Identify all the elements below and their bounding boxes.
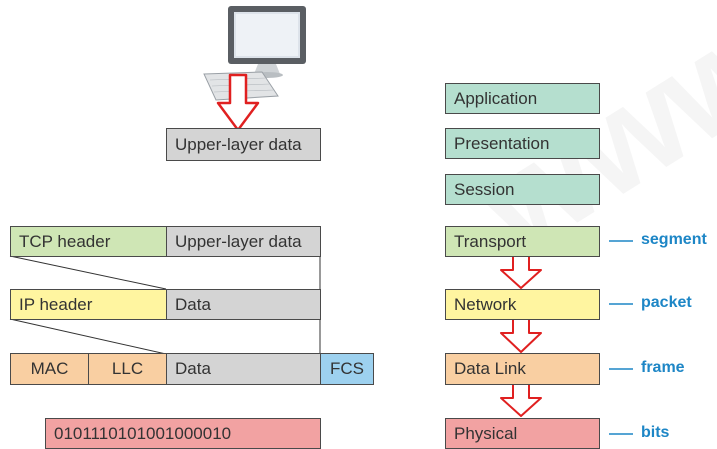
- osi-layer-data-link: Data Link: [445, 353, 600, 385]
- pdu-label-packet: packet: [641, 294, 692, 311]
- tcp-header-box: TCP header: [10, 226, 167, 257]
- bits-box: 0101110101001000010: [45, 418, 321, 449]
- mac-box: MAC: [10, 353, 89, 385]
- fcs-box: FCS: [320, 353, 374, 385]
- llc-box: LLC: [88, 353, 167, 385]
- osi-layer-network: Network: [445, 289, 600, 320]
- ip-header-box: IP header: [10, 289, 167, 320]
- pdu-label-frame: frame: [641, 359, 685, 376]
- osi-layer-presentation: Presentation: [445, 128, 600, 159]
- osi-layer-transport: Transport: [445, 226, 600, 257]
- down-arrow-large: [216, 73, 260, 132]
- osi-layer-session: Session: [445, 174, 600, 205]
- segment-data-box: Upper-layer data: [166, 226, 321, 257]
- down-arrow-transport-network: [500, 255, 542, 289]
- down-arrow-datalink-physical: [500, 383, 542, 417]
- frame-data-box: Data: [166, 353, 321, 385]
- pdu-label-segment: segment: [641, 231, 707, 248]
- computer-icon: [203, 6, 306, 101]
- upper-layer-data-box: Upper-layer data: [166, 128, 321, 161]
- pdu-label-bits: bits: [641, 424, 670, 441]
- osi-layer-physical: Physical: [445, 418, 600, 449]
- osi-layer-application: Application: [445, 83, 600, 114]
- pdu-dashes: [609, 240, 633, 435]
- down-arrow-network-datalink: [500, 318, 542, 353]
- packet-data-box: Data: [166, 289, 321, 320]
